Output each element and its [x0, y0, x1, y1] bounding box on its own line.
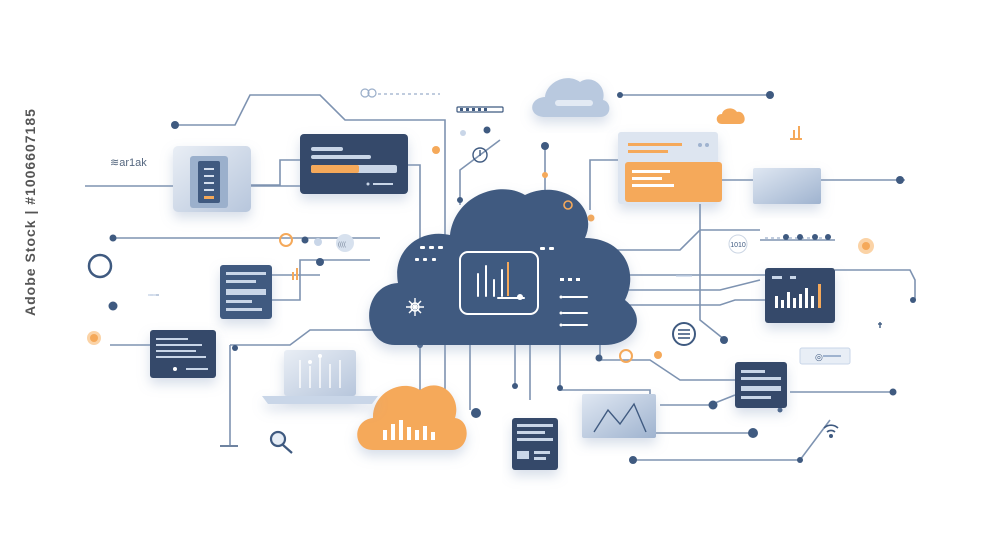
envelope-icon [582, 394, 656, 438]
cloud-small-bar [555, 100, 593, 106]
orange-badge-left-3 [90, 334, 98, 342]
orange-badge-right-2 [862, 242, 870, 250]
small-bar-right [790, 126, 802, 140]
list-panel-right [735, 362, 787, 408]
svg-text:((((: (((( [338, 242, 346, 248]
small-label-box: ◎ [799, 347, 851, 365]
light-dots [314, 130, 466, 246]
gear-icon [406, 298, 424, 316]
search-icon [269, 430, 293, 454]
connection-lines [85, 94, 916, 461]
orange-badge-mid [619, 349, 633, 363]
top-left-caption: ≋ar1ak [110, 157, 147, 169]
binary-circle-label: 1010 [730, 242, 746, 249]
list-panel-left [220, 265, 272, 319]
laptop-icon [262, 350, 378, 404]
hollow-node-left [87, 253, 113, 279]
right-chart-panel [765, 268, 835, 323]
hollow-node-small [336, 234, 354, 252]
connector-chip [456, 106, 504, 113]
light-box [753, 168, 821, 204]
orange-badge-top [563, 200, 573, 210]
cloud-indicators [415, 246, 588, 327]
cloud-chart-panel [459, 251, 539, 315]
tiny-dashes [148, 275, 692, 296]
orange-badge-left [279, 233, 293, 247]
server-panel-bottom [512, 418, 558, 470]
svg-text:◎: ◎ [815, 353, 823, 363]
server-device [173, 146, 251, 212]
document-panel [618, 132, 722, 204]
small-bars-mid [292, 268, 298, 280]
cloud-icon [532, 78, 610, 117]
infinity-icon [360, 88, 377, 98]
orange-cloud [357, 385, 467, 450]
progress-panel [300, 134, 408, 194]
orange-cloud-small [716, 108, 745, 124]
side-watermark-text: Adobe Stock | #1006607185 [22, 108, 38, 316]
small-mark-right [878, 322, 882, 328]
menu-lines [678, 329, 690, 339]
refresh-icon [472, 147, 488, 163]
terminal-panel [150, 330, 216, 378]
wifi-icon [823, 424, 839, 438]
binary-circle [728, 234, 748, 254]
bar-chart-icon [383, 420, 435, 440]
